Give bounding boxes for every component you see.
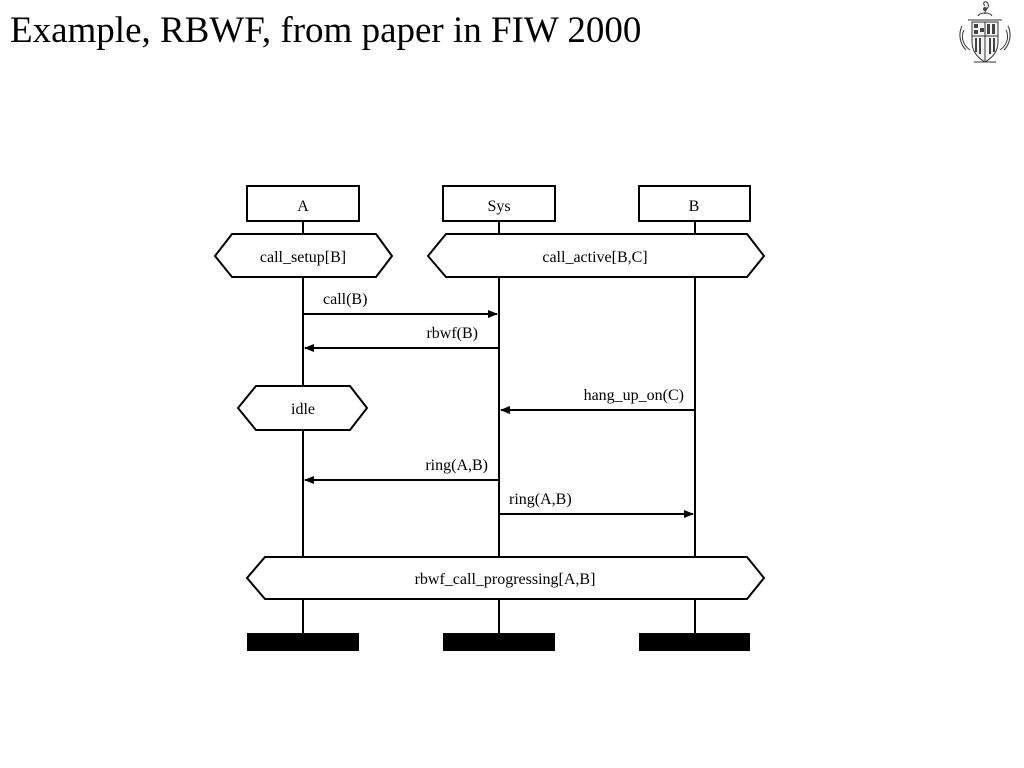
message-ring-to-a: ring(A,B) (304, 457, 499, 484)
condition-call-active: call_active[B,C] (426, 233, 766, 278)
message-ring-to-a-label: ring(A,B) (425, 457, 488, 474)
condition-idle: idle (236, 385, 369, 431)
message-ring-to-b-label: ring(A,B) (509, 491, 572, 508)
condition-call-active-label: call_active[B,C] (542, 249, 647, 266)
instance-end-b (639, 633, 750, 651)
message-call-label: call(B) (323, 291, 367, 308)
message-ring-to-b: ring(A,B) (499, 491, 694, 518)
condition-call-setup-label: call_setup[B] (260, 249, 346, 266)
message-rbwf-label: rbwf(B) (426, 325, 478, 342)
condition-call-setup: call_setup[B] (213, 233, 394, 278)
condition-rbwf-call-progressing: rbwf_call_progressing[A,B] (245, 556, 766, 600)
condition-idle-label: idle (291, 401, 315, 418)
message-call: call(B) (303, 291, 498, 318)
instance-head-a: A (246, 185, 360, 222)
instance-head-sys: Sys (442, 185, 556, 222)
heraldic-crest-icon (959, 1, 1011, 63)
message-rbwf: rbwf(B) (304, 325, 499, 352)
condition-rbwf-call-progressing-label: rbwf_call_progressing[A,B] (415, 571, 596, 588)
instance-head-sys-label: Sys (487, 198, 510, 215)
message-hang-up-on: hang_up_on(C) (500, 387, 695, 414)
instance-end-a (247, 633, 359, 651)
message-hang-up-on-label: hang_up_on(C) (584, 387, 684, 404)
instance-head-b-label: B (689, 198, 700, 215)
instance-head-b: B (638, 185, 751, 222)
instance-head-a-label: A (297, 198, 309, 215)
slide-title: Example, RBWF, from paper in FIW 2000 (10, 10, 642, 51)
instance-end-sys (443, 633, 555, 651)
